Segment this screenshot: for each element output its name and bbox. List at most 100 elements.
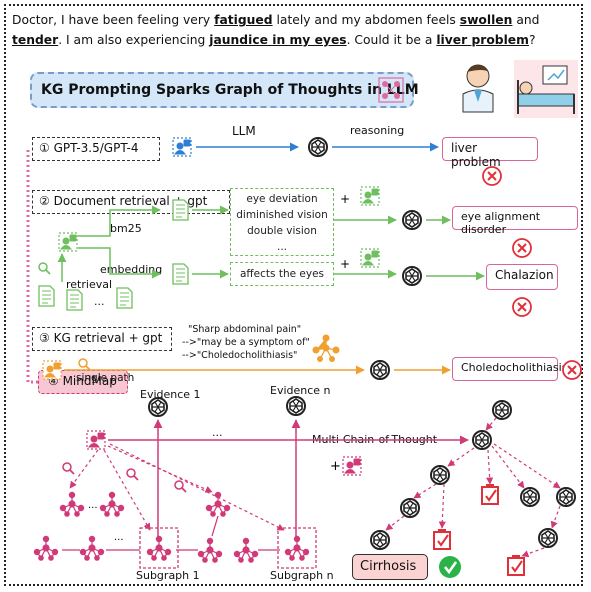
got-node-gpt-2 [430,465,450,485]
row1-wrong-icon [482,166,502,186]
got-node-gpt-4 [556,487,576,507]
subgraph-n-icon [284,535,310,562]
kg-path-line1: "Sharp abdominal pain" [188,324,302,335]
answer-cirrhosis-label: Cirrhosis [360,559,417,574]
title-banner [30,72,414,108]
step1-box: ① GPT-3.5/GPT-4 [32,137,160,161]
kg-ellipsis-2: ... [114,532,124,543]
keyword-jaundice: jaundice in my eyes [209,33,347,47]
got-node-gpt-7 [538,528,558,548]
row2-user-icon-3 [360,248,380,268]
corpus-doc-3 [116,287,133,309]
kg-ellipsis-1: ... [88,500,98,511]
row3-gpt-icon [370,360,390,380]
step2-box: ② Document retrieval + gpt [32,190,230,214]
answer-cirrhosis [352,554,428,580]
kg-node-2 [99,491,125,518]
kg-node-1 [59,491,85,518]
kg-path-line3: -->"Choledocholithiasis" [182,350,298,361]
row2-wrong-icon-1 [512,238,532,258]
keyword-swollen: swollen [459,13,513,27]
row4-dashed-4 [109,443,285,531]
row1-gpt-icon [308,137,328,157]
keyword-liver-problem: liver problem [436,33,529,47]
row2-arrow-embedding [78,247,161,279]
subgraph-1-label: Subgraph 1 [136,569,200,582]
diagram-title: KG Prompting Sparks Graph of Thoughts in… [41,82,419,98]
row2-doc-bm25 [172,199,189,221]
got-node-gpt-6 [370,530,390,550]
got-root-gpt [492,400,512,420]
got-node-gpt-1 [472,430,492,450]
step3-box: ③ KG retrieval + gpt [32,327,172,351]
subgraph-1-icon [146,535,172,562]
embedding-label: embedding [100,263,163,276]
row2-gpt-icon-1 [402,210,422,230]
evidence-ellipsis: ... [212,426,223,439]
answer-choledocholithiasis: Choledocholithiasis [452,357,567,381]
row2-plus-1: + [340,192,350,206]
row4-search-icon-3 [174,480,187,493]
step4-label: ④ MindMap [48,374,117,388]
row2-gpt-icon-2 [402,266,422,286]
row2-wrong-icon-2 [512,297,532,317]
got-node-gpt-5 [400,498,420,518]
retrieval-search-icon [38,262,51,275]
kg-edge-5 [211,515,219,537]
retrieved-doc-embedding: affects the eyes [230,262,334,286]
row4-search-icon-2 [126,468,139,481]
got-clip-1 [481,483,499,505]
row4-user-icon [86,430,106,450]
kg-node-4 [79,535,105,562]
row2-doc-embedding [172,263,189,285]
row3-search-icon [78,358,91,371]
row3-user-icon [42,360,62,380]
kg-node-7 [233,537,259,564]
keyword-fatigued: fatigued [214,13,273,27]
subgraph-n-label: Subgraph n [270,569,334,582]
got-clip-2 [433,528,451,550]
corpus-doc-2 [66,289,83,311]
figure-frame [4,4,583,586]
answer-eye-alignment: eye alignment disorder [452,206,578,236]
subgraph-1-box [139,527,179,569]
row4-plus: + [330,459,341,474]
keyword-tender: tender [12,33,59,47]
title-network-icon [378,77,404,103]
row2-user-icon [58,232,78,252]
corpus-doc-1 [38,285,55,307]
answer-liver-problem: liver problem [442,137,538,169]
row3-wrong-icon [562,360,582,380]
row1-user-icon [172,137,192,157]
mindmap-connector [26,150,38,384]
row4-dashed-1 [69,449,99,489]
reasoning-label: reasoning [350,124,405,137]
subgraph-n-box [277,527,317,569]
kg-node-3 [33,535,59,562]
kg-node-5 [205,491,231,518]
single-path-label: single path [76,372,135,384]
bm25-label: bm25 [110,222,142,235]
row4-search-icon-1 [62,462,75,475]
answer-chalazion: Chalazion [486,264,558,290]
row2-plus-2: + [340,257,350,271]
retrieval-label: retrieval [66,278,113,291]
row2-arrow-bm25 [78,205,161,237]
got-clip-3 [507,554,525,576]
patient-bed-icon [514,60,578,118]
row4-user-icon-2 [342,456,362,476]
evidence-n-label: Evidence n [270,384,331,397]
evidence-1-gpt-icon [148,397,168,417]
got-node-gpt-3 [520,487,540,507]
got-edges [385,417,561,558]
kg-node-6 [197,537,223,564]
kg-network-icon [312,334,340,362]
doctor-icon [462,64,494,113]
kg-path-line2: -->"may be a symptom of" [182,337,310,348]
cirrhosis-check-icon [439,556,461,578]
docs-ellipsis: ... [94,295,105,308]
patient-question: Doctor, I have been feeling very fatigue… [12,13,540,47]
row2-user-icon-2 [360,186,380,206]
